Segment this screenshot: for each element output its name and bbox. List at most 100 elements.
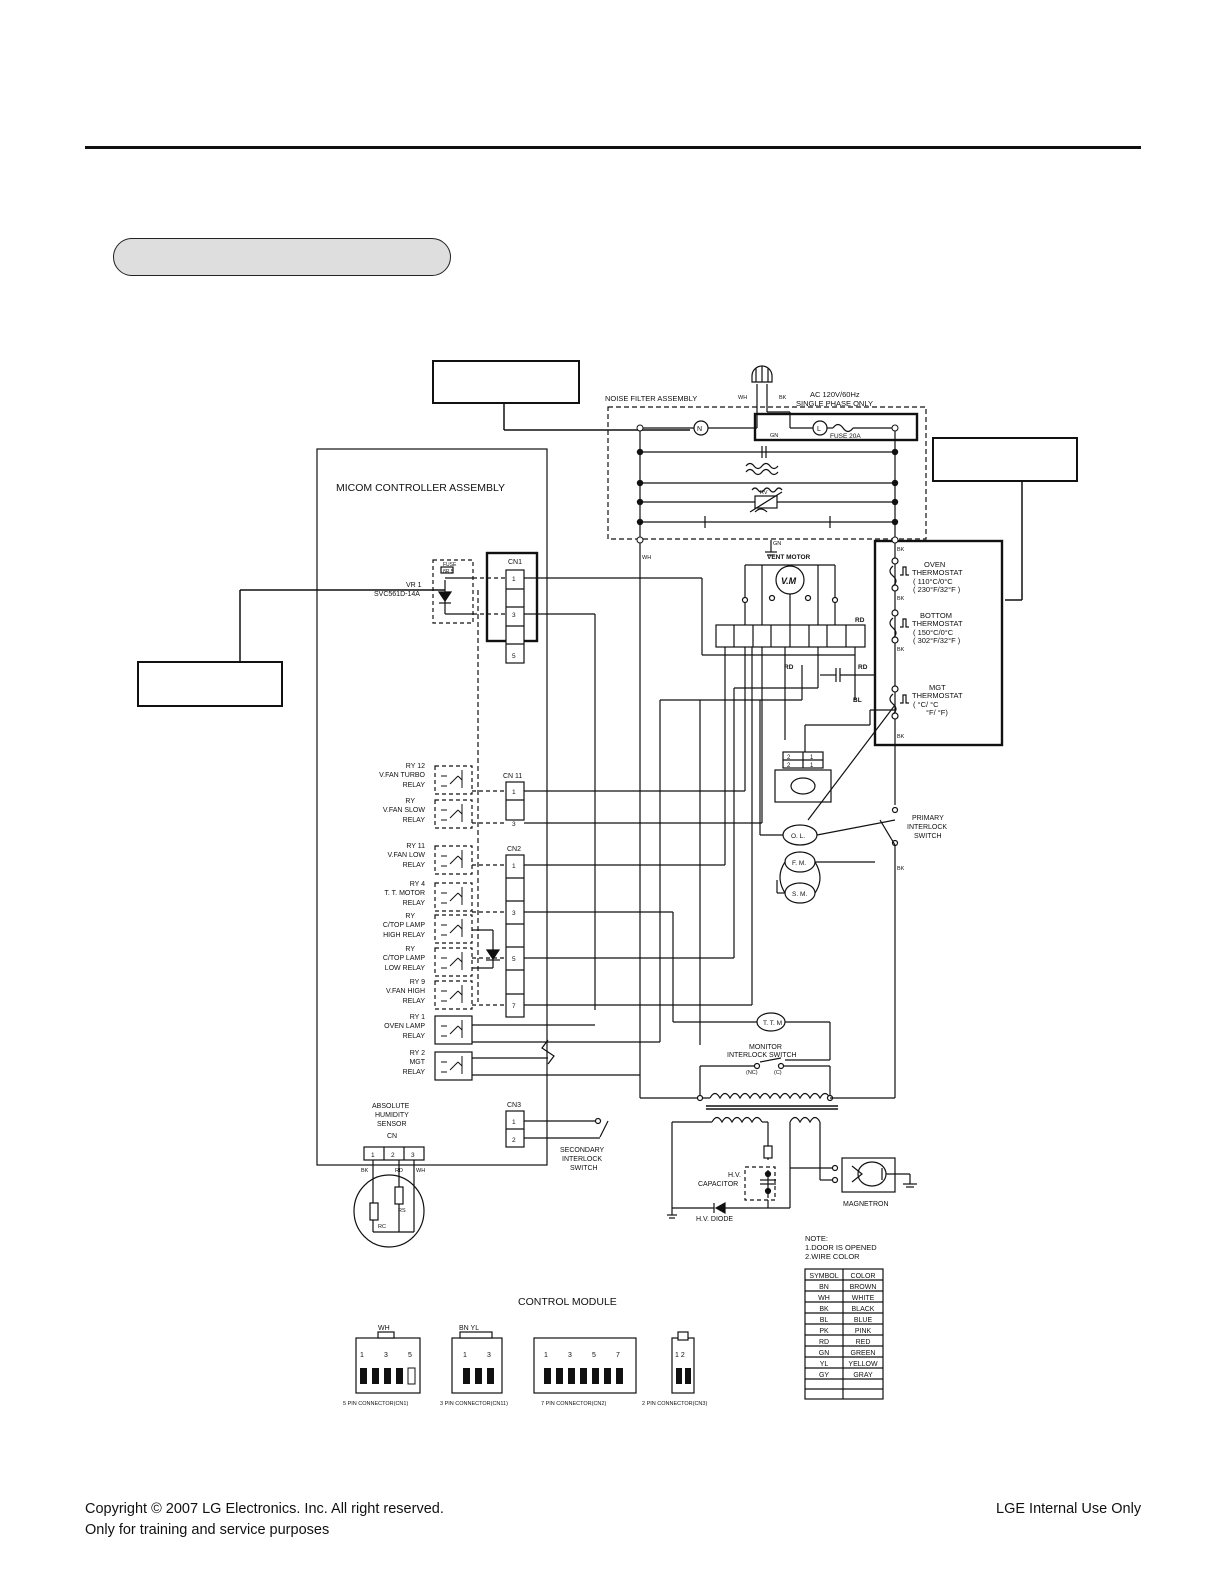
cn3-pin1: 1 <box>512 1119 516 1126</box>
rs-label: RS <box>398 1208 406 1214</box>
monitor-interlock-l1: MONITOR <box>749 1044 782 1051</box>
mgt-thermostat-l3: ( °C/ °C <box>913 700 939 709</box>
plug-bk-label: BK <box>779 395 787 401</box>
bottom-thermostat-l4: ( 302°F/32°F ) <box>913 636 961 645</box>
cn2-connector-caption: 7 PIN CONNECTOR(CN2) <box>541 1401 606 1407</box>
color-row-color: RED <box>856 1339 871 1346</box>
relay-4-l3: RELAY <box>403 900 426 907</box>
ttm-symbol: T. T. M <box>763 1020 782 1027</box>
relay-2-l1: RY <box>405 798 415 805</box>
cn2-connector-pin1: 1 <box>544 1352 548 1359</box>
vent-motor-label: VENT MOTOR <box>767 554 811 561</box>
color-row-symbol: WH <box>818 1295 830 1302</box>
note-line3: 2.WIRE COLOR <box>805 1252 860 1261</box>
motor-conn-pin2-bottom: 2 <box>787 763 791 769</box>
motor-conn-pin1-bottom: 1 <box>810 763 814 769</box>
color-row-color: GRAY <box>853 1372 873 1379</box>
fuse-20a-label: FUSE 20A <box>830 433 861 440</box>
color-row-color: BLACK <box>852 1306 875 1313</box>
mgt-thermostat-l1: MGT <box>929 683 946 692</box>
cn2-connector-pin3: 3 <box>568 1352 572 1359</box>
ol-symbol: O. L. <box>791 833 805 840</box>
bk-wire-label-1: BK <box>897 547 905 553</box>
color-row-color: GREEN <box>851 1350 876 1357</box>
color-row-symbol: RD <box>819 1339 829 1346</box>
relay-1-l1: RY 12 <box>406 763 425 770</box>
oven-thermostat-l2: THERMOSTAT <box>912 568 963 577</box>
supply-rating-line2: SINGLE PHASE ONLY <box>796 399 873 408</box>
oven-thermostat-l1: OVEN <box>924 560 945 569</box>
ahs-pin3: 3 <box>411 1152 415 1159</box>
oven-thermostat-l3: ( 110°C/0°C <box>913 577 953 586</box>
primary-interlock-l3: SWITCH <box>914 833 942 840</box>
cn3-pin2: 2 <box>512 1137 516 1144</box>
cn1-connector-pin3: 3 <box>384 1352 388 1359</box>
cn11-connector-caption: 3 PIN CONNECTOR(CN11) <box>440 1401 508 1407</box>
cn1-pin5: 5 <box>512 653 516 660</box>
bottom-thermostat-l2: THERMOSTAT <box>912 619 963 628</box>
bottom-thermostat-l1: BOTTOM <box>920 611 952 620</box>
micom-title: MICOM CONTROLLER ASSEMBLY <box>336 482 505 494</box>
cn2-pin3: 3 <box>512 910 516 917</box>
ahs-rd-label: RD <box>395 1168 403 1174</box>
cn2-connector-pin7: 7 <box>616 1352 620 1359</box>
bl-wire-label: BL <box>853 697 862 704</box>
callout-box-right <box>932 437 1078 482</box>
cn1-pin1: 1 <box>512 576 516 583</box>
section-title-pill <box>113 238 451 276</box>
c-label: (C) <box>774 1070 782 1076</box>
relay-2-l2: V.FAN SLOW <box>383 807 426 814</box>
humidity-sensor-l3: SENSOR <box>377 1121 407 1128</box>
vr-part-number: SVC561D-14A <box>374 591 420 598</box>
footer-copyright: Copyright © 2007 LG Electronics. Inc. Al… <box>85 1501 444 1517</box>
cn2-connector-pin5: 5 <box>592 1352 596 1359</box>
secondary-interlock-l1: SECONDARY <box>560 1147 605 1154</box>
color-row-symbol: BL <box>820 1317 829 1324</box>
bottom-thermostat-l3: ( 150°C/0°C <box>913 628 954 637</box>
cn11-connector-top-label: BN YL <box>459 1325 479 1332</box>
humidity-sensor-l2: HUMIDITY <box>375 1112 409 1119</box>
relay-8-l1: RY 1 <box>410 1014 425 1021</box>
cn3-connector-caption: 2 PIN CONNECTOR(CN3) <box>642 1401 707 1407</box>
line-symbol: L <box>817 426 821 433</box>
relay-8-l3: RELAY <box>403 1033 426 1040</box>
rc-label: RC <box>378 1224 386 1230</box>
cn11-connector-pin1: 1 <box>463 1352 467 1359</box>
oven-thermostat-l4: ( 230°F/32°F ) <box>913 585 961 594</box>
color-row-symbol: GY <box>819 1372 829 1379</box>
ahs-pin2: 2 <box>391 1152 395 1159</box>
gn-label-top: GN <box>770 433 778 439</box>
fm-symbol: F. M. <box>792 860 806 867</box>
cn2-pin5: 5 <box>512 956 516 963</box>
color-row-color: BLUE <box>854 1317 873 1324</box>
cn2-pin1: 1 <box>512 863 516 870</box>
cn2-label: CN2 <box>507 846 521 853</box>
wh-wire-label: WH <box>642 555 651 561</box>
note-line2: 1.DOOR IS OPENED <box>805 1243 877 1252</box>
monitor-interlock-l2: INTERLOCK SWITCH <box>727 1052 797 1059</box>
relay-5-l1: RY <box>405 913 415 920</box>
relay-3-l1: RY 11 <box>406 843 425 850</box>
bk-wire-label-2: BK <box>897 596 905 602</box>
cn3-connector-pins: 1 2 <box>675 1352 685 1359</box>
cn11-label: CN 11 <box>503 773 522 780</box>
rd-wire-label-3: RD <box>858 664 868 671</box>
bk-wire-label-5: BK <box>897 866 905 872</box>
secondary-interlock-l2: INTERLOCK <box>562 1156 602 1163</box>
relay-8-l2: OVEN LAMP <box>384 1023 425 1030</box>
humidity-sensor-cn: CN <box>387 1133 397 1140</box>
relay-1-l3: RELAY <box>403 782 426 789</box>
cn1-label: CN1 <box>508 559 522 566</box>
rd-wire-label-1: RD <box>855 617 865 624</box>
footer-internal-use: LGE Internal Use Only <box>996 1501 1142 1517</box>
relay-7-l2: V.FAN HIGH <box>386 988 425 995</box>
relay-6-l2: C/TOP LAMP <box>383 955 425 962</box>
relay-5-l2: C/TOP LAMP <box>383 922 425 929</box>
color-table-header-symbol: SYMBOL <box>809 1273 838 1280</box>
color-row-color: YELLOW <box>848 1361 878 1368</box>
supply-rating-line1: AC 120V/60Hz <box>810 390 860 399</box>
vm-symbol: V.M <box>781 576 797 586</box>
sm-symbol: S. M. <box>792 891 807 898</box>
cn1-connector-top-label: WH <box>378 1325 390 1332</box>
